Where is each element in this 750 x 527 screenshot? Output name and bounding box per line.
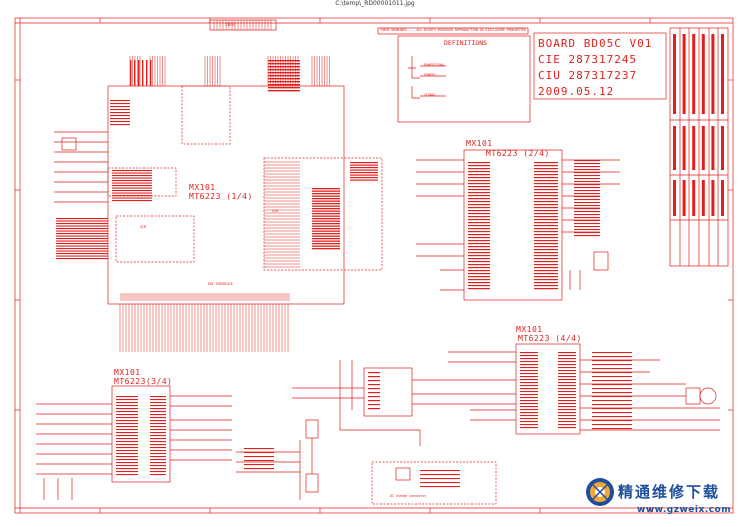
speaker-symbol — [699, 387, 717, 405]
block-3-outline — [111, 385, 171, 483]
definition-item: SIGNAL — [424, 93, 436, 97]
definition-item: POWERSIGNAL — [424, 63, 446, 67]
definitions-title: DEFINITIONS — [444, 39, 488, 47]
block-1-chip: MT6223 (1/4) — [189, 192, 253, 201]
block-1-mx: MX101 — [189, 183, 216, 192]
file-title: C:\temp\_RD00001011.jpg — [335, 0, 415, 7]
block-3-chip: MT6223(3/4) — [114, 377, 173, 386]
block-3-mx: MX101 — [114, 368, 141, 377]
board-date: 2009.05.12 — [538, 85, 615, 98]
top-note: THESE DRAWINGS ... ALL RIGHTS RESERVED R… — [380, 28, 526, 32]
ebi-interface-label: EBI INTERFACE — [208, 282, 233, 286]
watermark-text: 精通维修下载 — [618, 483, 721, 501]
cie-number: CIE 287317245 — [538, 53, 638, 66]
definitions-box — [397, 35, 531, 123]
block-2-outline — [463, 149, 563, 301]
ciu-number: CIU 287317237 — [538, 69, 638, 82]
sim-label: SIM — [140, 225, 146, 229]
board-info-box — [533, 32, 667, 100]
sheet-border — [14, 17, 734, 514]
dc-charge-box — [371, 461, 497, 505]
block-4-outline — [515, 343, 581, 435]
top-connector — [209, 19, 277, 31]
block-4-mx: MX101 — [516, 325, 543, 334]
board-name: BOARD BD05C V01 — [538, 37, 653, 50]
watermark-logo — [586, 478, 614, 506]
lcd-label: LCD — [272, 209, 278, 213]
watermark-url: www.gzweix.com — [637, 505, 732, 515]
connector-label: CN101 — [226, 23, 236, 27]
dc-charge-label: DC charge connector — [390, 494, 427, 498]
block-4-chip: MT6223 (4/4) — [518, 334, 582, 343]
block-2-chip: MT6223 (2/4) — [486, 149, 550, 158]
definition-item: POWERS — [424, 73, 436, 77]
block-2-mx: MX101 — [466, 139, 493, 148]
